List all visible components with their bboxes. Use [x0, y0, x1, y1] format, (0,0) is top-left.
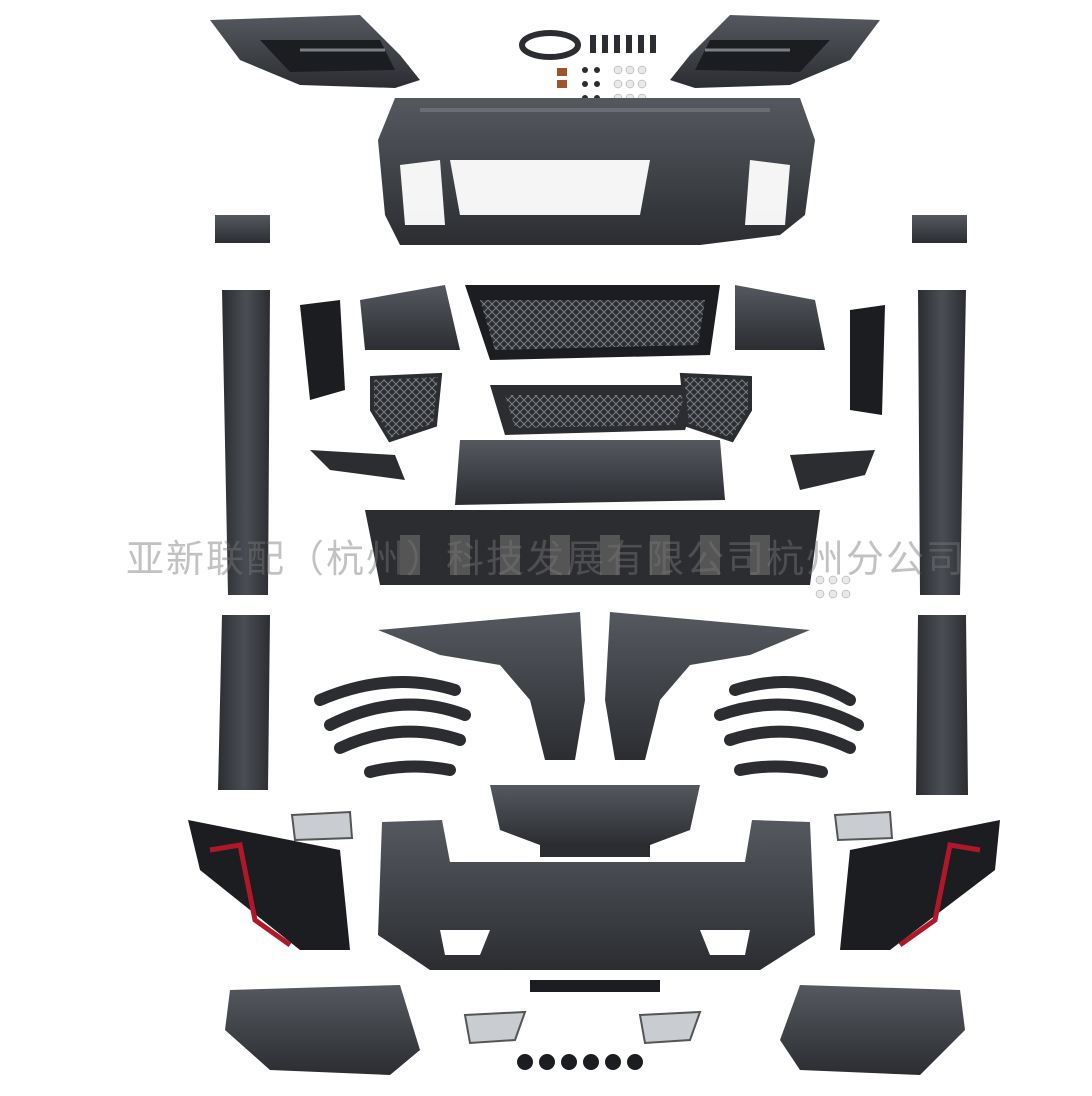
- side-skirt-lower-right: [916, 615, 968, 795]
- mounting-hardware: [519, 30, 656, 103]
- inner-fender-liner-left: [225, 985, 420, 1075]
- headlight-right: [670, 15, 880, 88]
- headlight-left: [210, 15, 420, 88]
- fender-right: [605, 612, 810, 760]
- side-vents: [300, 285, 885, 490]
- lower-grille: [490, 385, 700, 435]
- mounting-hardware-bottom: [517, 980, 660, 1070]
- inner-fender-liner-right: [780, 985, 965, 1075]
- rear-bumper: [378, 820, 815, 970]
- wheel-arch-flares: [314, 676, 864, 778]
- taillight-left: [188, 820, 350, 950]
- bumper-reinforcement: [365, 510, 820, 585]
- side-skirt-lower-left: [218, 615, 270, 790]
- fender-left: [378, 612, 585, 760]
- front-grille: [465, 285, 720, 360]
- side-skirt-upper-left: [215, 215, 270, 595]
- skid-plate: [455, 440, 725, 505]
- rear-diffuser: [490, 785, 700, 857]
- exhaust-tips: [290, 810, 894, 1045]
- taillight-right: [840, 820, 1000, 950]
- front-bumper: [378, 98, 815, 245]
- side-skirt-upper-right: [912, 215, 967, 595]
- fog-light-grilles: [370, 372, 752, 443]
- mounting-clips: [815, 575, 851, 599]
